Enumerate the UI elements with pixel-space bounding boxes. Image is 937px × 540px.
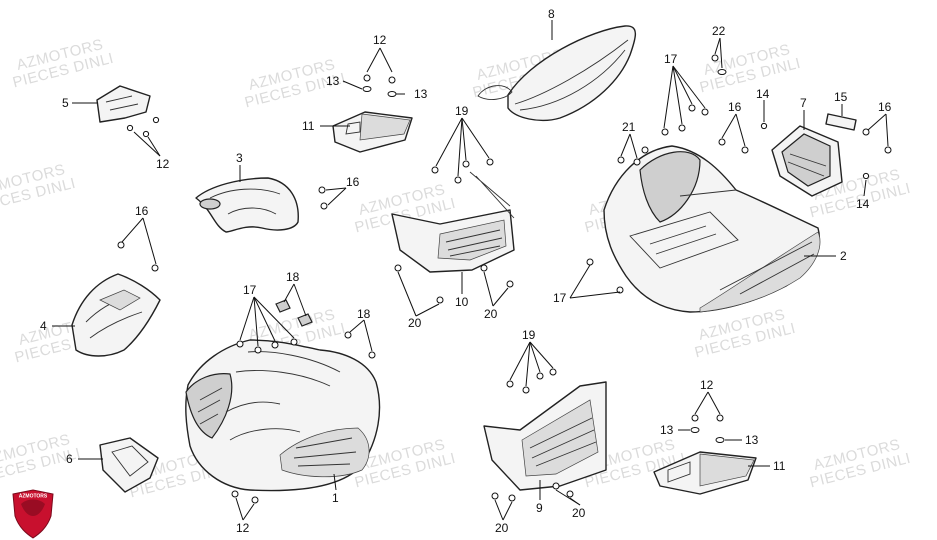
callout-13: 13 <box>660 423 674 437</box>
callout-20: 20 <box>495 521 509 535</box>
callout-16: 16 <box>346 175 360 189</box>
callout-12: 12 <box>373 33 387 47</box>
part-11-plate-top <box>332 74 413 153</box>
callout-labels: 8 5 12 12 13 13 11 3 16 16 4 17 18 18 6 … <box>40 7 892 535</box>
watermark: AZMOTORS PIECES DINLI <box>0 161 78 216</box>
watermark: AZMOTORS PIECES DINLI <box>698 41 803 96</box>
callout-12: 12 <box>700 378 714 392</box>
callout-5: 5 <box>62 96 69 110</box>
callout-16: 16 <box>878 100 892 114</box>
callout-19: 19 <box>455 104 469 118</box>
part-5-screws <box>126 116 160 138</box>
part-10-footrest-upper <box>391 158 515 304</box>
callout-20: 20 <box>572 506 586 520</box>
callout-16: 16 <box>728 100 742 114</box>
callout-20: 20 <box>484 307 498 321</box>
callout-12: 12 <box>236 521 250 535</box>
watermark: AZMOTORS PIECES DINLI <box>693 306 798 361</box>
callout-7: 7 <box>800 96 807 110</box>
callout-14: 14 <box>856 197 870 211</box>
callout-11: 11 <box>773 459 786 473</box>
part-1-front-fender <box>185 339 381 492</box>
part-7-tail-housing <box>760 113 892 197</box>
watermark: AZMOTORS PIECES DINLI <box>11 36 116 91</box>
callout-9: 9 <box>536 501 543 515</box>
azmotors-logo: AZMOTORS <box>12 489 54 539</box>
callout-14: 14 <box>756 87 770 101</box>
callout-12: 12 <box>156 157 170 171</box>
part-2-screws <box>586 54 749 294</box>
callout-13: 13 <box>326 74 340 88</box>
part-5-cover <box>96 85 151 123</box>
callout-6: 6 <box>66 452 73 466</box>
part-6-bracket <box>99 437 159 493</box>
callout-15: 15 <box>834 90 848 104</box>
callout-17: 17 <box>664 52 678 66</box>
callout-13: 13 <box>745 433 759 447</box>
callout-21: 21 <box>622 120 636 134</box>
part-8-seat <box>477 25 637 122</box>
callout-3: 3 <box>236 151 243 165</box>
callout-18: 18 <box>286 270 300 284</box>
part-1-screws <box>231 299 376 504</box>
callout-10: 10 <box>455 295 469 309</box>
part-11-plate-bottom <box>653 414 757 495</box>
watermark: AZMOTORS PIECES DINLI <box>808 436 913 491</box>
callout-1: 1 <box>332 491 339 505</box>
callout-13: 13 <box>414 87 428 101</box>
part-4-front-cover <box>71 241 161 357</box>
callout-17: 17 <box>553 291 567 305</box>
logo-text: AZMOTORS <box>19 494 48 500</box>
callout-4: 4 <box>40 319 47 333</box>
part-9-footrest-lower <box>483 368 607 502</box>
callout-8: 8 <box>548 7 555 21</box>
callout-17: 17 <box>243 283 257 297</box>
callout-2: 2 <box>840 249 847 263</box>
part-3-guard <box>195 177 328 233</box>
callout-19: 19 <box>522 328 536 342</box>
callout-11: 11 <box>302 119 315 133</box>
leader-lines <box>52 20 889 521</box>
callout-22: 22 <box>712 24 726 38</box>
callout-18: 18 <box>357 307 371 321</box>
callout-16: 16 <box>135 204 149 218</box>
callout-20: 20 <box>408 316 422 330</box>
part-2-rear-fender <box>603 145 821 313</box>
